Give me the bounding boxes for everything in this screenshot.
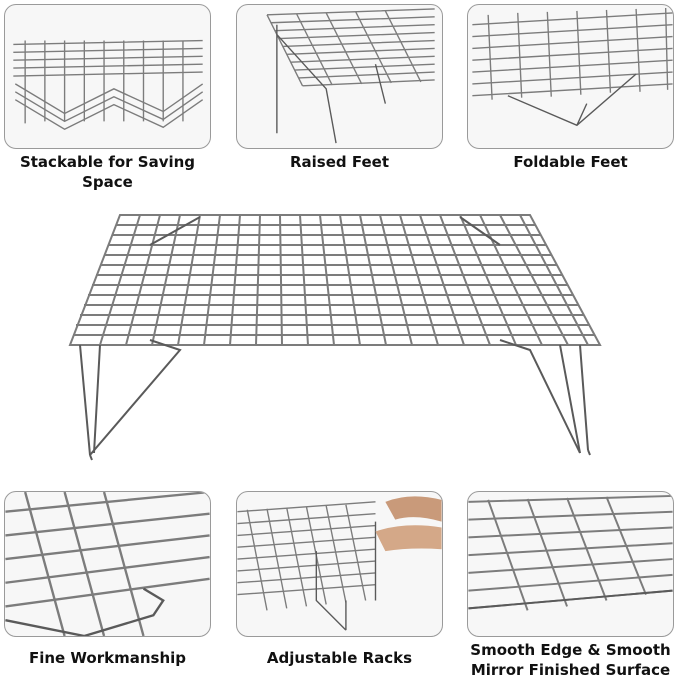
smooth-photo (467, 491, 674, 637)
adjustable-racks-image (237, 496, 442, 631)
workmanship-photo (4, 491, 211, 637)
caption-adjustable: Adjustable Racks (266, 649, 413, 667)
smooth-surface-image (468, 494, 673, 611)
stacked-racks-image (13, 39, 204, 131)
raised-feet-image (266, 8, 435, 144)
raised-photo (236, 4, 443, 149)
hand-lower (375, 525, 442, 552)
hand-upper (385, 496, 442, 522)
main-rack-image (60, 205, 620, 475)
caption-foldable: Foldable Feet (513, 153, 628, 171)
caption-smooth-line2: Mirror Finished Surface (470, 661, 671, 679)
workmanship-image (5, 492, 210, 636)
caption-raised: Raised Feet (289, 153, 390, 171)
caption-workmanship: Fine Workmanship (28, 649, 187, 667)
foldable-photo (467, 4, 674, 149)
adjustable-photo (236, 491, 443, 637)
stackable-photo (4, 4, 211, 149)
caption-smooth-line1: Smooth Edge & Smooth (470, 641, 671, 659)
caption-stackable: Stackable for Saving Space (19, 153, 196, 191)
foldable-feet-image (472, 7, 673, 127)
